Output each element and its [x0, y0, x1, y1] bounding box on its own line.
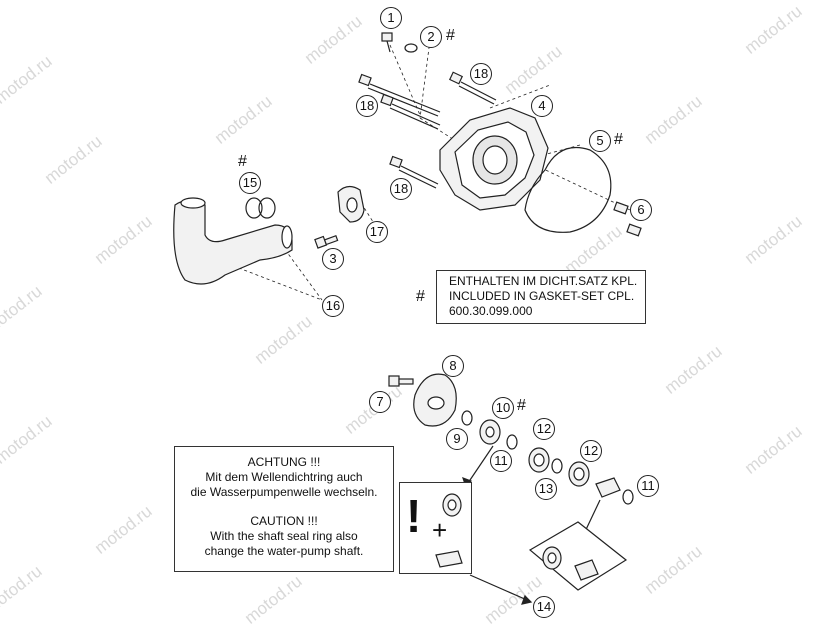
- callout-12: 12: [533, 418, 555, 440]
- caution-line: die Wasserpumpenwelle wechseln.: [190, 485, 378, 499]
- hose-16: [173, 199, 293, 285]
- caution-note: ACHTUNG !!! Mit dem Wellendichtring auch…: [174, 446, 394, 572]
- callout-11: 11: [490, 450, 512, 472]
- circlip-11: [622, 489, 634, 505]
- gasket-set-note: ENTHALTEN IM DICHT.SATZ KPL. INCLUDED IN…: [436, 270, 646, 324]
- note-line: ENTHALTEN IM DICHT.SATZ KPL.: [449, 274, 638, 288]
- caution-line: With the shaft seal ring also: [210, 529, 358, 543]
- caution-line: change the water-pump shaft.: [204, 544, 364, 558]
- long-bolt-18-right: [448, 71, 497, 105]
- callout-16: 16: [322, 295, 344, 317]
- bearing-12: [528, 447, 550, 473]
- hash-mark: #: [517, 397, 526, 414]
- callout-12: 12: [580, 440, 602, 462]
- caution-line: Mit dem Wellendichtring auch: [205, 470, 363, 484]
- o-ring-15: [245, 197, 263, 219]
- repair-kit-panel: [528, 521, 628, 591]
- washer-2: [404, 43, 418, 53]
- callout-1: 1: [380, 7, 402, 29]
- note-line: 600.30.099.000: [449, 304, 533, 318]
- replace-together-symbol: ! +: [399, 482, 472, 574]
- callout-18: 18: [356, 95, 378, 117]
- long-bolt-18-lower: [389, 155, 439, 189]
- snap-ring-13: [551, 458, 563, 474]
- callout-8: 8: [442, 355, 464, 377]
- callout-13: 13: [535, 478, 557, 500]
- long-bolt-18-upper: [358, 73, 441, 117]
- callout-7: 7: [369, 391, 391, 413]
- impeller-8: [413, 373, 457, 427]
- callout-10: 10: [492, 397, 514, 419]
- hose-end: [180, 197, 206, 209]
- callout-11: 11: [637, 475, 659, 497]
- hash-mark: #: [416, 288, 425, 305]
- caution-title-de: ACHTUNG !!!: [247, 455, 321, 469]
- bearing-12: [568, 461, 590, 487]
- callout-6: 6: [630, 199, 652, 221]
- gasket-ring-5: [524, 146, 612, 233]
- bolt-3: [314, 234, 339, 249]
- dowel-pins-6: [613, 201, 642, 237]
- callout-17: 17: [366, 221, 388, 243]
- circlip-11: [506, 434, 518, 450]
- callout-14: 14: [533, 596, 555, 618]
- exclamation-icon: !: [406, 490, 422, 542]
- o-ring-15: [258, 197, 276, 219]
- callout-15: 15: [239, 172, 261, 194]
- seal-and-shaft-icon: [435, 493, 463, 568]
- callout-3: 3: [322, 248, 344, 270]
- shaft-seal-10: [479, 419, 501, 445]
- note-line: INCLUDED IN GASKET-SET CPL.: [449, 289, 635, 303]
- hash-mark: #: [614, 131, 623, 148]
- caution-title-en: CAUTION !!!: [250, 514, 318, 528]
- hose-end: [281, 225, 293, 249]
- pump-cover-4: [439, 107, 549, 211]
- bolt-7: [388, 375, 414, 387]
- callout-18: 18: [390, 178, 412, 200]
- bolt-1: [381, 32, 393, 53]
- hash-mark: #: [238, 153, 247, 170]
- long-bolt-18-mid: [380, 93, 441, 130]
- callout-5: 5: [589, 130, 611, 152]
- leader-lines: [204, 39, 631, 301]
- washer-9: [461, 410, 473, 426]
- callout-18: 18: [470, 63, 492, 85]
- callout-2: 2: [420, 26, 442, 48]
- plus-icon: +: [432, 515, 448, 545]
- pump-shaft-14: [595, 477, 621, 498]
- callout-9: 9: [446, 428, 468, 450]
- callout-4: 4: [531, 95, 553, 117]
- hash-mark: #: [446, 27, 455, 44]
